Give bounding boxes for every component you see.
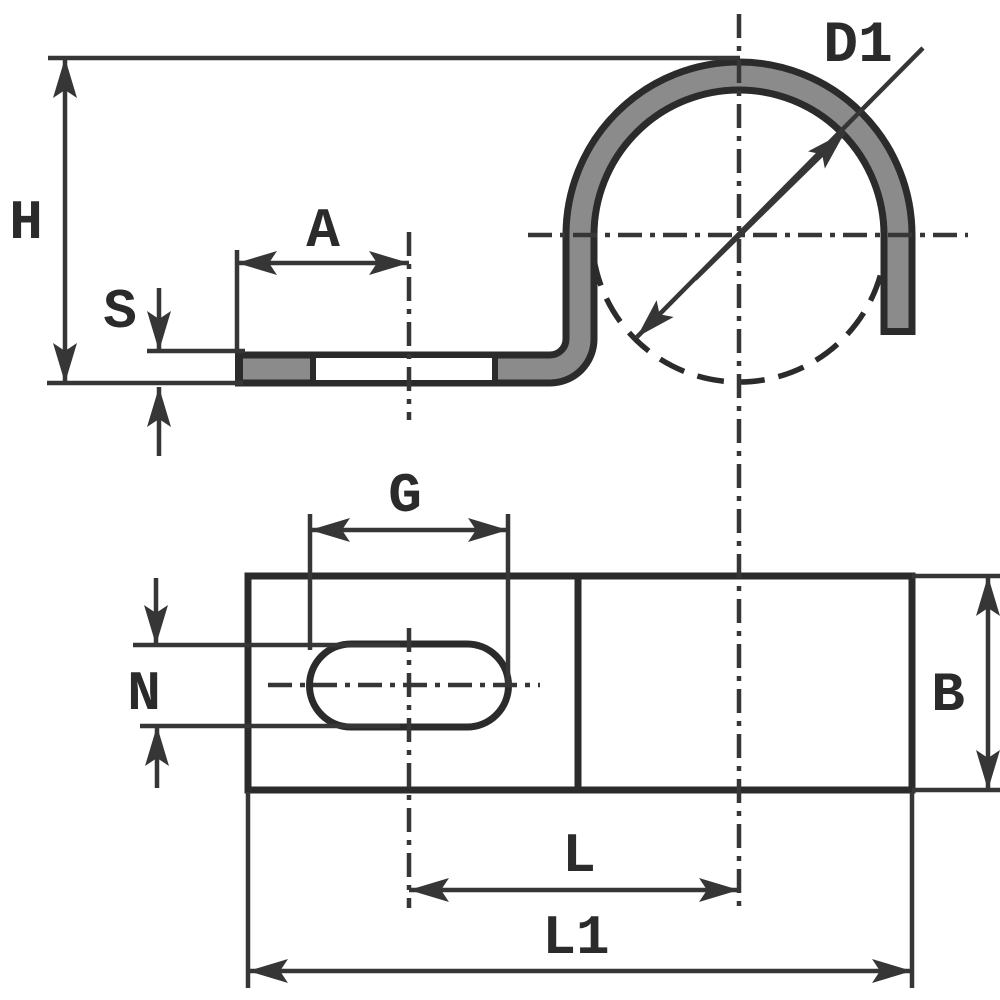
dimension-H	[47, 55, 740, 386]
label-L1: L1	[542, 906, 609, 970]
d1-diameter-arrow-upper	[693, 130, 847, 281]
dimension-G	[307, 514, 511, 686]
label-S: S	[103, 280, 137, 344]
label-H: H	[9, 191, 43, 255]
slot-section-cut	[316, 358, 492, 380]
side-view	[235, 58, 916, 387]
dimension-A	[234, 250, 409, 350]
dimension-L1	[245, 792, 915, 988]
label-A: A	[306, 199, 340, 263]
label-D1: D1	[823, 14, 893, 79]
dimension-N	[133, 578, 400, 788]
dimension-D1	[635, 46, 925, 339]
label-B: B	[931, 663, 965, 727]
clip-strip-material	[243, 65, 909, 380]
centerlines	[268, 14, 968, 908]
label-G: G	[388, 464, 422, 528]
label-N: N	[127, 662, 161, 726]
dimension-S	[147, 288, 245, 456]
dimension-B	[912, 573, 1000, 793]
plan-view	[244, 572, 916, 794]
dimension-labels: H S A D1 G N B L L1	[9, 14, 965, 970]
d1-diameter-line	[635, 46, 925, 339]
label-L: L	[562, 824, 596, 888]
